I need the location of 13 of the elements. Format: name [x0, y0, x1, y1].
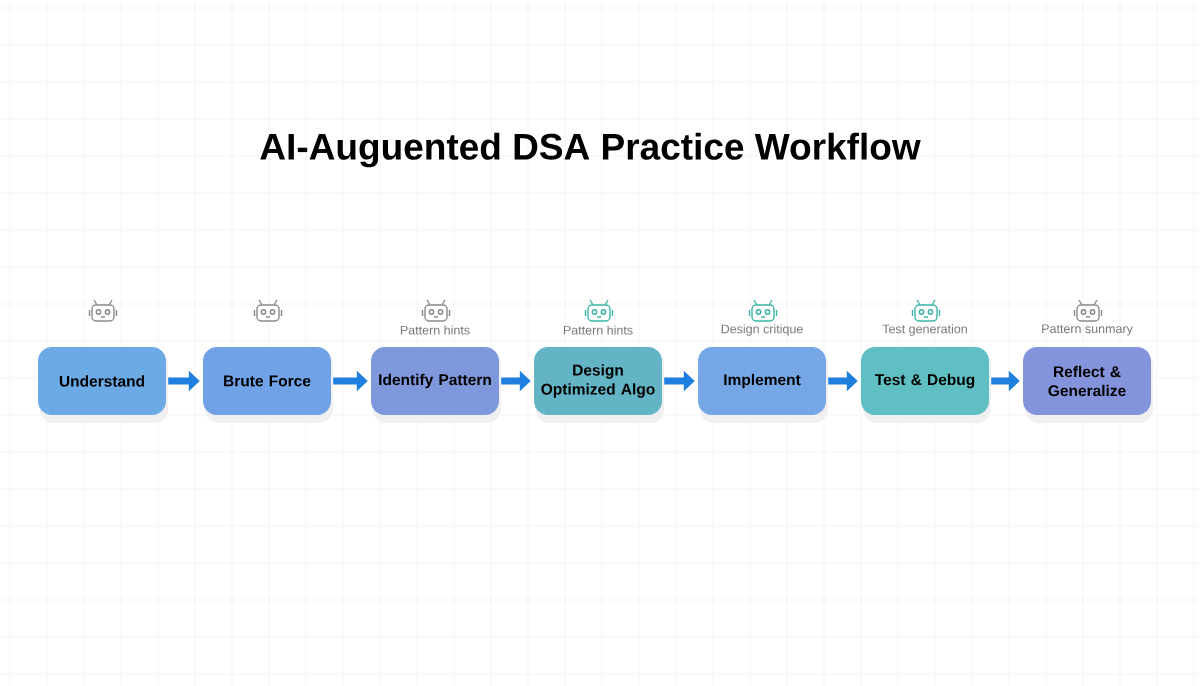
process-box: Identify Pattern: [371, 347, 499, 415]
caption-text: Test generation: [882, 324, 967, 336]
caption-text: Pattern hints: [563, 325, 633, 335]
process-box: Understand: [38, 347, 166, 415]
process-box: Design Optimized Algo: [534, 347, 662, 415]
process-box: Test & Debug: [861, 347, 989, 415]
process-box: Brute Force: [203, 347, 331, 415]
caption-text: Pattern hints: [400, 325, 470, 335]
caption-text: Pattern sunmary: [1042, 324, 1133, 336]
process-box: Implement: [698, 347, 826, 415]
title: AI-Auguented DSA Practice Workflow: [260, 132, 921, 168]
process-box: Reflect & Generalize: [1023, 347, 1151, 415]
caption-text: Design critique: [721, 324, 803, 336]
